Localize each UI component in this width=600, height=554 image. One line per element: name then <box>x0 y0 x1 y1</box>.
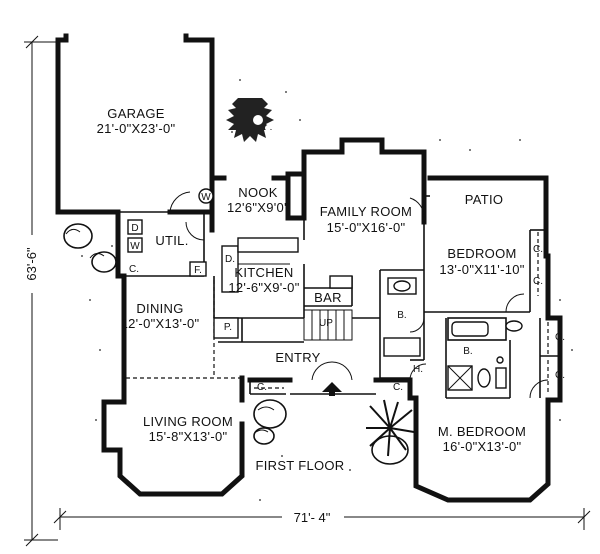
master-bedroom-size: 16'-0"X13'-0" <box>443 439 522 454</box>
closet-entry-label: C. <box>257 382 267 393</box>
dishwasher-label: D. <box>225 254 235 265</box>
walls <box>55 33 563 503</box>
palm-plant <box>366 399 415 465</box>
closet-master-1-label: C. <box>555 332 565 343</box>
closet-hall-label: C. <box>393 382 403 393</box>
washer-label: W <box>130 241 140 252</box>
bedroom-size: 13'-0"X11'-10" <box>439 262 524 277</box>
dryer-label: D <box>131 223 138 234</box>
depth-dimension: 63'-6" <box>22 35 58 547</box>
patio-name: PATIO <box>465 192 504 207</box>
utility-name: UTIL. <box>155 233 188 248</box>
bar-name: BAR <box>314 290 342 305</box>
washer-round-label: W <box>201 192 211 203</box>
dining-size: 12'-0"X13'-0" <box>121 316 200 331</box>
bath-master-label: B. <box>463 346 472 357</box>
width-dimension-label: 71'- 4" <box>294 510 331 525</box>
living-room-size: 15'-8"X13'-0" <box>149 429 228 444</box>
master-bedroom-name: M. BEDROOM <box>438 424 526 439</box>
living-room-name: LIVING ROOM <box>143 414 233 429</box>
hall-label: H. <box>413 364 423 375</box>
stairs <box>303 309 353 341</box>
closet-master-2-label: C. <box>555 370 565 381</box>
family-room-size: 15'-0"X16'-0" <box>327 220 406 235</box>
stipple <box>81 79 573 501</box>
floor-label: FIRST FLOOR <box>255 458 344 473</box>
closet-bedroom-1-label: C. <box>533 244 543 255</box>
depth-dimension-label: 63'-6" <box>24 247 39 281</box>
partitions <box>120 191 560 399</box>
garage-name: GARAGE <box>107 106 164 121</box>
closet-util-label: C. <box>129 264 139 275</box>
pantry-label: P. <box>224 322 232 333</box>
room-labels: GARAGE 21'-0"X23'-0" NOOK 12'6"X9'0" FAM… <box>97 106 526 473</box>
family-room-name: FAMILY ROOM <box>320 204 412 219</box>
shrubs-front <box>253 399 287 445</box>
kitchen-size: 12'-6"X9'-0" <box>228 280 299 295</box>
dining-name: DINING <box>136 301 183 316</box>
bedroom-name: BEDROOM <box>447 246 516 261</box>
closet-bedroom-2-label: C. <box>533 276 543 287</box>
entry-name: ENTRY <box>275 350 320 365</box>
landscaping <box>63 79 573 501</box>
kitchen-name: KITCHEN <box>234 265 293 280</box>
shrubs-left <box>63 223 117 273</box>
freezer-label: F. <box>194 265 202 276</box>
nook-name: NOOK <box>238 185 278 200</box>
fixture-labels: W D W C. F. P. D. UP C. C. H. B. B. C. C… <box>127 188 565 393</box>
stair-up-label: UP <box>319 318 333 329</box>
garage-size: 21'-0"X23'-0" <box>97 121 176 136</box>
bath-hall-label: B. <box>397 310 406 321</box>
width-dimension: 71'- 4" <box>53 506 591 530</box>
nook-size: 12'6"X9'0" <box>227 200 289 215</box>
tree-near-garage <box>226 98 274 142</box>
